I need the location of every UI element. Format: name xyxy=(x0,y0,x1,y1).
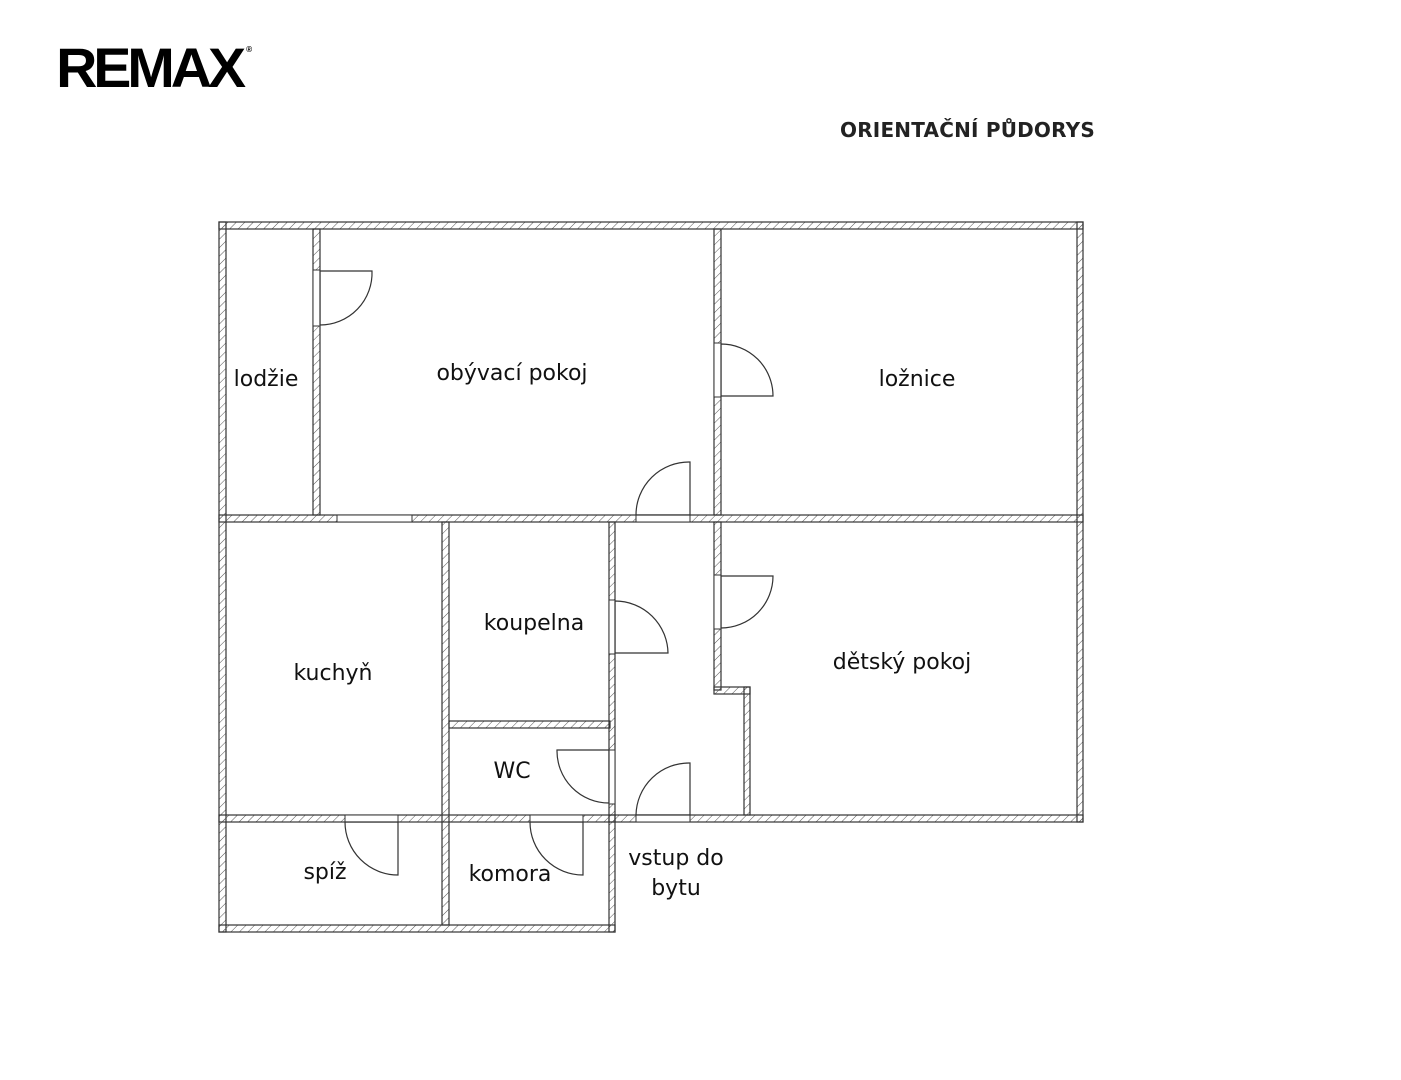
remax-logo: REMAX® xyxy=(56,40,252,96)
door-komora xyxy=(529,821,584,876)
label-komora: komora xyxy=(469,862,552,887)
door-wc xyxy=(556,749,610,804)
label-wc: WC xyxy=(493,759,530,784)
wall-left xyxy=(218,221,227,933)
wall-koupelna-wc xyxy=(448,720,611,729)
door-detsky xyxy=(720,575,774,629)
openings xyxy=(312,269,722,823)
walls xyxy=(218,221,1084,933)
label-vstup-line1: vstup do xyxy=(628,846,723,871)
label-vstup-line2: bytu xyxy=(651,876,701,901)
wall-hall-right-lower xyxy=(743,686,751,816)
door-entrance xyxy=(635,762,691,816)
wall-lower xyxy=(218,814,616,823)
label-lodzie: lodžie xyxy=(234,367,299,392)
label-detsky-pokoj: dětský pokoj xyxy=(833,650,972,675)
door-spiz xyxy=(344,821,399,876)
room-labels: lodžie obývací pokoj ložnice koupelna ku… xyxy=(234,361,972,901)
door-lodzie xyxy=(319,270,373,326)
door-loznice xyxy=(720,343,774,397)
wall-hall-left xyxy=(608,521,616,933)
label-spiz: spíž xyxy=(303,860,346,885)
door-obyvaci xyxy=(635,461,691,516)
door-koupelna xyxy=(614,600,669,654)
wall-bottom-left xyxy=(218,924,616,933)
doors xyxy=(319,270,774,876)
label-koupelna: koupelna xyxy=(484,611,584,636)
logo-registered-mark: ® xyxy=(246,45,253,54)
page-title: ORIENTAČNÍ PŮDORYS xyxy=(840,118,1095,142)
label-loznice: ložnice xyxy=(879,367,956,392)
label-obyvaci-pokoj: obývací pokoj xyxy=(436,361,587,386)
wall-kuchyn xyxy=(441,521,450,926)
label-kuchyn: kuchyň xyxy=(293,661,372,686)
wall-top xyxy=(218,221,1084,230)
logo-text: REMAX xyxy=(56,36,246,99)
